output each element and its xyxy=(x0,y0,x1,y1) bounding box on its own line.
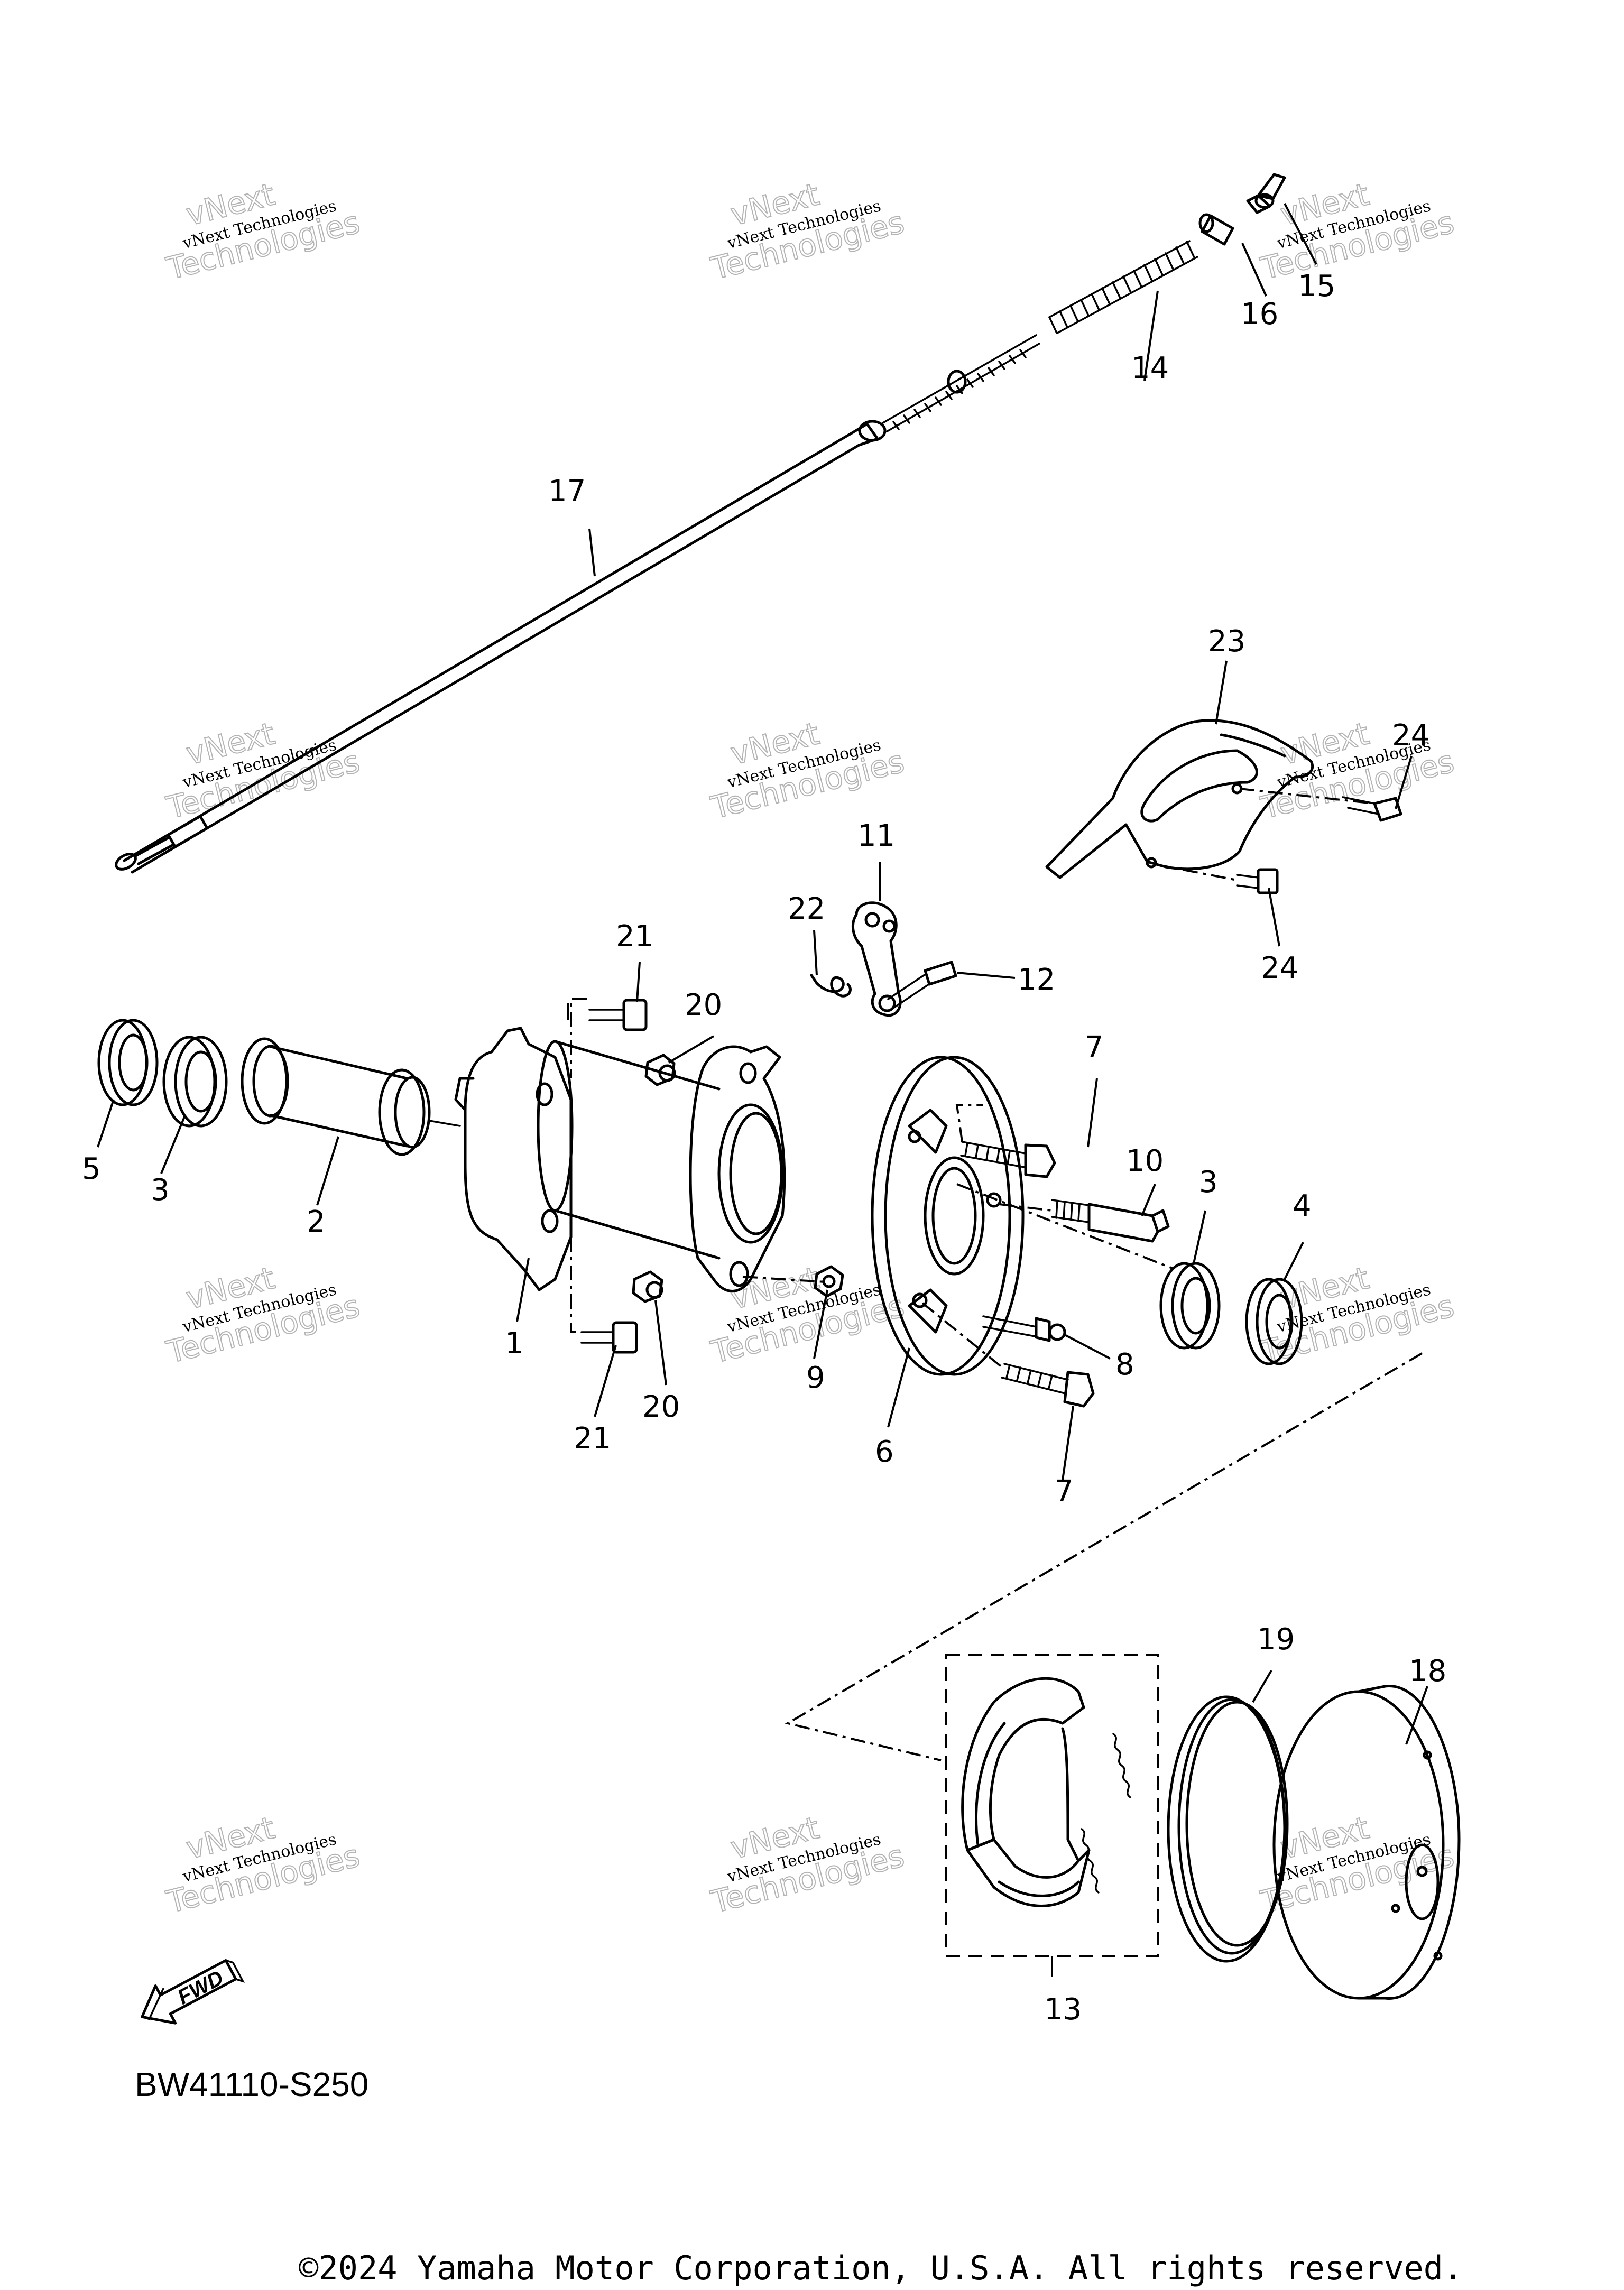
copyright-notice: ©2024 Yamaha Motor Corporation, U.S.A. A… xyxy=(299,2249,1463,2287)
part-15-adjusting-nut[interactable] xyxy=(1246,173,1286,214)
callout-5: 5 xyxy=(82,1152,101,1186)
watermark: vNext vNext Technologies Technologies xyxy=(1257,715,1458,826)
part-12-bolt[interactable] xyxy=(887,961,957,1010)
callout-17: 17 xyxy=(548,474,586,509)
part-16-pin[interactable] xyxy=(1198,213,1234,246)
part-18-brake-drum[interactable] xyxy=(1272,1685,1461,2000)
watermark: vNext vNext Technologies Technologies xyxy=(1257,1259,1458,1371)
callout-3-right: 3 xyxy=(1199,1165,1218,1199)
part-20-nut-lower[interactable] xyxy=(632,1270,663,1303)
part-17-brake-cable[interactable] xyxy=(114,334,1040,874)
part-7-bolt-upper[interactable] xyxy=(955,1104,1056,1178)
callout-2: 2 xyxy=(307,1205,326,1239)
watermark: vNext vNext Technologies Technologies xyxy=(162,1809,364,1920)
part-4-oil-seal[interactable] xyxy=(1245,1278,1303,1365)
callout-8: 8 xyxy=(1115,1347,1134,1382)
callout-24-lower: 24 xyxy=(1261,951,1298,985)
part-14-spring[interactable] xyxy=(1048,240,1198,334)
part-8-bolt[interactable] xyxy=(982,1315,1066,1342)
callout-23: 23 xyxy=(1208,624,1245,659)
watermark: vNext vNext Technologies Technologies xyxy=(162,715,364,826)
part-21-bolt-upper[interactable] xyxy=(567,999,648,1031)
part-2-spacer[interactable] xyxy=(241,1037,461,1156)
callout-21-upper: 21 xyxy=(616,919,653,954)
callout-19: 19 xyxy=(1257,1622,1295,1657)
diagram-code: BW41110-S250 xyxy=(135,2065,368,2103)
callout-15: 15 xyxy=(1298,269,1335,303)
callout-12: 12 xyxy=(1018,963,1055,997)
part-24-bolt-upper[interactable] xyxy=(1239,788,1402,822)
callout-14: 14 xyxy=(1131,351,1169,385)
callout-7-lower: 7 xyxy=(1055,1474,1074,1509)
fwd-arrow-icon: FWD xyxy=(141,1959,245,2025)
callout-11: 11 xyxy=(857,819,895,853)
part-22-spring[interactable] xyxy=(810,974,852,998)
part-1-hub-housing[interactable] xyxy=(454,998,786,1333)
callout-24-upper: 24 xyxy=(1392,718,1429,753)
callout-13: 13 xyxy=(1044,1992,1082,2027)
callout-7-upper: 7 xyxy=(1085,1030,1104,1065)
part-24-bolt-lower[interactable] xyxy=(1155,863,1279,894)
watermark: vNext vNext Technologies Technologies xyxy=(707,176,908,287)
callout-9: 9 xyxy=(806,1361,825,1395)
callout-20-lower: 20 xyxy=(642,1390,680,1424)
watermark: vNext vNext Technologies Technologies xyxy=(162,176,364,287)
callout-22: 22 xyxy=(788,892,825,926)
part-21-bolt-lower[interactable] xyxy=(580,1321,638,1354)
leader-lines xyxy=(97,203,1428,1745)
part-6-brake-plate[interactable] xyxy=(871,1056,1174,1376)
callout-21-lower: 21 xyxy=(574,1421,611,1456)
part-13-brake-shoe-kit[interactable] xyxy=(945,1654,1159,1977)
callout-6: 6 xyxy=(875,1435,894,1469)
watermark: vNext vNext Technologies Technologies xyxy=(707,715,908,826)
part-19-seal-ring[interactable] xyxy=(1167,1695,1289,1963)
part-3-bearing-right[interactable] xyxy=(1159,1262,1221,1350)
callout-1: 1 xyxy=(505,1326,524,1361)
callout-3-left: 3 xyxy=(151,1173,170,1207)
callout-4: 4 xyxy=(1293,1189,1312,1223)
part-10-camshaft[interactable] xyxy=(1051,1199,1170,1243)
part-7-bolt-lower[interactable] xyxy=(921,1302,1095,1408)
watermark: vNext vNext Technologies Technologies xyxy=(162,1259,364,1371)
part-11-cam-lever[interactable] xyxy=(851,901,902,1017)
part-3-bearing-left[interactable] xyxy=(162,1036,228,1128)
callout-20-upper: 20 xyxy=(685,988,722,1022)
watermark: vNext vNext Technologies Technologies xyxy=(1257,1809,1458,1920)
part-5-oil-seal[interactable] xyxy=(97,1019,159,1106)
callouts: 17 14 16 15 23 24 24 11 22 12 21 20 7 10… xyxy=(82,269,1446,2027)
part-9-nut[interactable] xyxy=(742,1265,844,1298)
callout-18: 18 xyxy=(1409,1654,1446,1688)
callout-16: 16 xyxy=(1241,297,1278,331)
part-23-guard[interactable] xyxy=(1045,719,1314,879)
callout-10: 10 xyxy=(1126,1144,1164,1178)
watermark: vNext vNext Technologies Technologies xyxy=(1257,176,1458,287)
watermark: vNext vNext Technologies Technologies xyxy=(707,1809,908,1920)
assembly-line xyxy=(785,1352,1423,1761)
watermarks: vNext vNext Technologies Technologies vN… xyxy=(162,176,1458,1920)
